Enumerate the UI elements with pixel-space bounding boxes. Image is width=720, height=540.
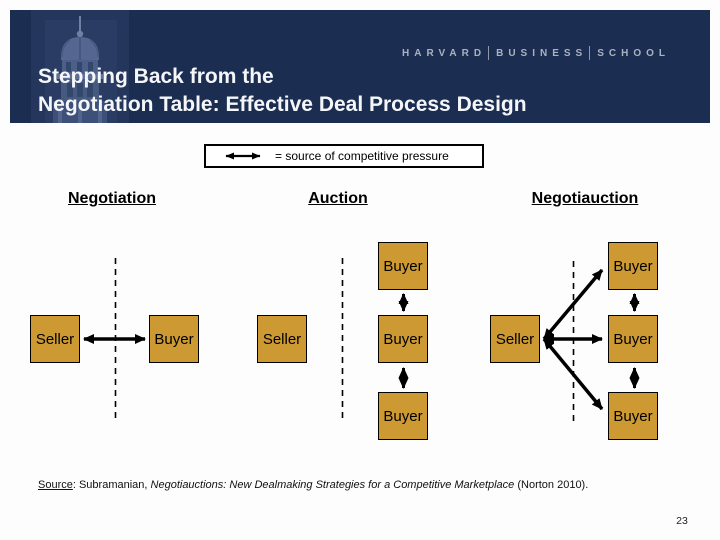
- node-seller-auction: Seller: [257, 315, 307, 363]
- source-author: : Subramanian,: [72, 479, 151, 491]
- double-arrow-icon: [225, 152, 261, 160]
- source-publisher: (Norton 2010).: [514, 479, 589, 491]
- node-buyer2-auction: Buyer: [378, 315, 428, 363]
- page-number: 23: [676, 515, 688, 527]
- column-header-negotiauction: Negotiauction: [531, 190, 639, 207]
- wordmark-divider: [589, 46, 591, 60]
- wordmark-word: SCHOOL: [597, 47, 670, 59]
- source-citation: Source: Subramanian, Negotiauctions: New…: [38, 479, 588, 491]
- node-seller-negotiauction: Seller: [490, 315, 540, 363]
- source-label: Source: [38, 479, 73, 491]
- diagram-connectors: [83, 258, 640, 423]
- node-buyer-negotiation: Buyer: [149, 315, 199, 363]
- node-buyer3-auction: Buyer: [378, 392, 428, 440]
- slide-title-line2: Negotiation Table: Effective Deal Proces…: [38, 93, 527, 116]
- wordmark-divider: [488, 46, 490, 60]
- building-cupola-image: [31, 10, 129, 123]
- slide-title: Stepping Back from the Negotiation Table…: [38, 63, 527, 119]
- node-buyer1-auction: Buyer: [378, 242, 428, 290]
- wordmark-word: HARVARD: [402, 47, 487, 59]
- arrow-seller-buyer3-negotiauction: [542, 337, 604, 411]
- slide-title-line1: Stepping Back from the: [38, 65, 274, 88]
- node-buyer3-negotiauction: Buyer: [608, 392, 658, 440]
- node-buyer1-negotiauction: Buyer: [608, 242, 658, 290]
- column-header-negotiation: Negotiation: [68, 190, 156, 207]
- arrow-seller-buyer1-negotiauction: [542, 268, 604, 341]
- source-book-title: Negotiauctions: New Dealmaking Strategie…: [150, 479, 515, 491]
- node-seller-negotiation: Seller: [30, 315, 80, 363]
- node-buyer2-negotiauction: Buyer: [608, 315, 658, 363]
- slide-header: HARVARD BUSINESS SCHOOL Stepping Back fr…: [10, 10, 710, 123]
- hbs-wordmark: HARVARD BUSINESS SCHOOL: [402, 46, 670, 60]
- column-header-auction: Auction: [308, 190, 368, 207]
- legend-box: = source of competitive pressure: [204, 144, 484, 168]
- wordmark-word: BUSINESS: [496, 47, 588, 59]
- legend-label: = source of competitive pressure: [275, 149, 449, 163]
- deal-process-diagram: Seller Buyer Seller Buyer Buyer Buyer Se…: [0, 230, 720, 445]
